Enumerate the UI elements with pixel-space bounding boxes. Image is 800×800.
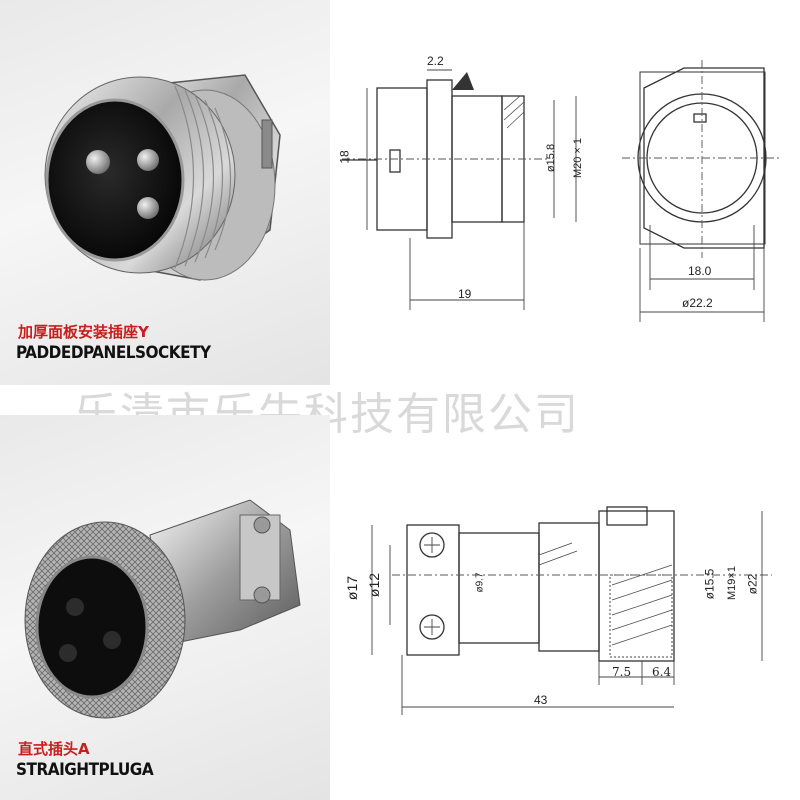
plug-photo-panel: 直式插头A STRAIGHTPLUGA: [0, 415, 330, 800]
plug-dim-6-4: 6.4: [652, 665, 672, 679]
socket-dim-19: 19: [458, 287, 472, 301]
plug-dim-d22: ø22: [745, 573, 760, 595]
socket-label-cn: 加厚面板安装插座Y: [18, 323, 149, 341]
plug-dim-d15-5: ø15.5: [702, 568, 717, 600]
plug-dim-d12: ø12: [366, 572, 383, 598]
socket-label-en: PADDEDPANELSOCKETY: [16, 343, 211, 363]
socket-front-dim-18: 18.0: [688, 264, 712, 278]
socket-side-view: [342, 60, 782, 322]
plug-photo: [24, 499, 301, 719]
socket-dim-m20: M20 × 1: [572, 137, 585, 179]
socket-drawing-panel: 2.2 18 ø15.8 M20 × 1 19 18.0 ø22.2: [332, 0, 800, 385]
screw-head-icon: [253, 516, 271, 534]
plug-section-view: [371, 506, 772, 715]
socket-dim-2-2: 2.2: [427, 54, 444, 68]
plug-dim-43: 43: [534, 693, 548, 707]
plug-dim-d9-7: ø9.7: [474, 572, 486, 593]
plug-dim-7-5: 7.5: [612, 665, 632, 679]
socket-photo-panel: 加厚面板安装插座Y PADDEDPANELSOCKETY: [0, 0, 330, 385]
plug-dim-d17: ø17: [344, 575, 361, 601]
plug-label-en: STRAIGHTPLUGA: [16, 760, 154, 780]
socket-dim-18: 18: [337, 150, 352, 164]
plug-drawing-panel: ø17 ø12 ø9.7 ø15.5 M19×1 ø22 7.5 6.4 43: [332, 415, 800, 800]
socket-dim-d15-8: ø15.8: [545, 143, 558, 173]
socket-photo: [44, 74, 281, 281]
plug-dim-m19: M19×1: [725, 566, 738, 600]
plug-label-cn: 直式插头A: [18, 740, 90, 758]
socket-front-dim-d22-2: ø22.2: [682, 296, 713, 310]
